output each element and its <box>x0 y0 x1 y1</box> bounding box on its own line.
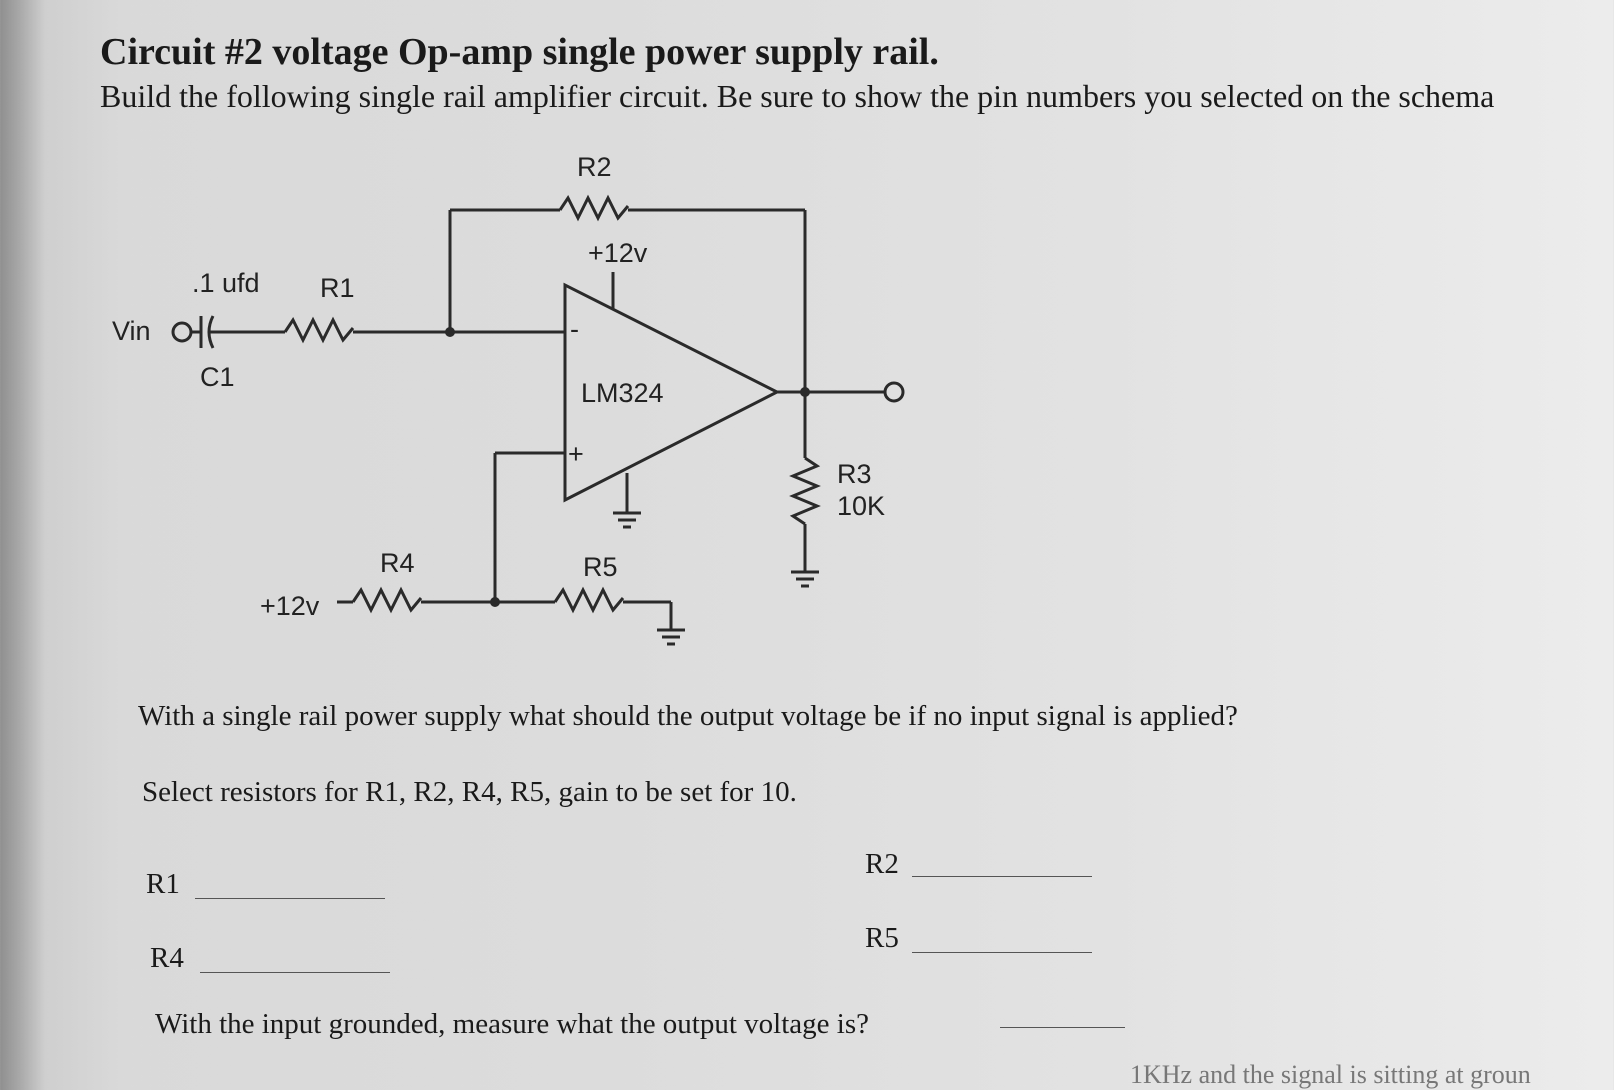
vin-label: Vin <box>112 316 151 346</box>
supply-left-label: +12v <box>260 591 320 621</box>
resistor-r4 <box>351 586 423 614</box>
resistor-r3 <box>789 456 821 526</box>
r5-answer-label: R5 <box>865 922 899 954</box>
c1-label: C1 <box>200 362 235 392</box>
r2-answer-label: R2 <box>865 848 899 880</box>
r5-label: R5 <box>583 552 618 582</box>
r1-answer-blank[interactable] <box>195 898 385 899</box>
r4-label: R4 <box>380 548 415 578</box>
resistor-r2 <box>558 194 630 222</box>
c1-value-label: .1 ufd <box>192 268 260 298</box>
output-voltage-answer-blank[interactable] <box>1000 1027 1125 1028</box>
ground-icon <box>613 511 641 529</box>
vin-terminal <box>171 321 193 343</box>
ground-icon <box>791 570 819 588</box>
resistor-r5 <box>553 586 625 614</box>
r4-answer-blank[interactable] <box>200 972 390 973</box>
r1-label: R1 <box>320 273 355 303</box>
noninverting-input-label: + <box>568 439 584 469</box>
r3-label: R3 <box>837 459 872 489</box>
supply-top-label: +12v <box>588 238 648 268</box>
r2-label: R2 <box>577 152 612 182</box>
op-amp-lm324 <box>563 282 781 503</box>
output-terminal <box>883 381 905 403</box>
r5-answer-blank[interactable] <box>912 952 1092 953</box>
question-select-resistors: Select resistors for R1, R2, R4, R5, gai… <box>142 776 797 808</box>
instructions-text: Build the following single rail amplifie… <box>100 78 1495 114</box>
resistor-r1 <box>283 316 355 344</box>
question-output-no-input: With a single rail power supply what sho… <box>138 700 1238 732</box>
question-input-grounded: With the input grounded, measure what th… <box>155 1008 869 1040</box>
r2-answer-blank[interactable] <box>912 876 1092 877</box>
r1-answer-label: R1 <box>146 868 180 900</box>
op-amp-label: LM324 <box>581 378 664 408</box>
inverting-input-label: - <box>570 314 579 344</box>
ground-icon <box>657 628 685 646</box>
r3-value-label: 10K <box>837 491 885 521</box>
trailing-text: 1KHz and the signal is sitting at groun <box>1130 1060 1531 1089</box>
page-title: Circuit #2 voltage Op-amp single power s… <box>100 31 939 73</box>
op-amp-schematic: Vin .1 ufd C1 R1 R2 LM324 - + +12v <box>112 152 905 646</box>
r4-answer-label: R4 <box>150 942 184 974</box>
